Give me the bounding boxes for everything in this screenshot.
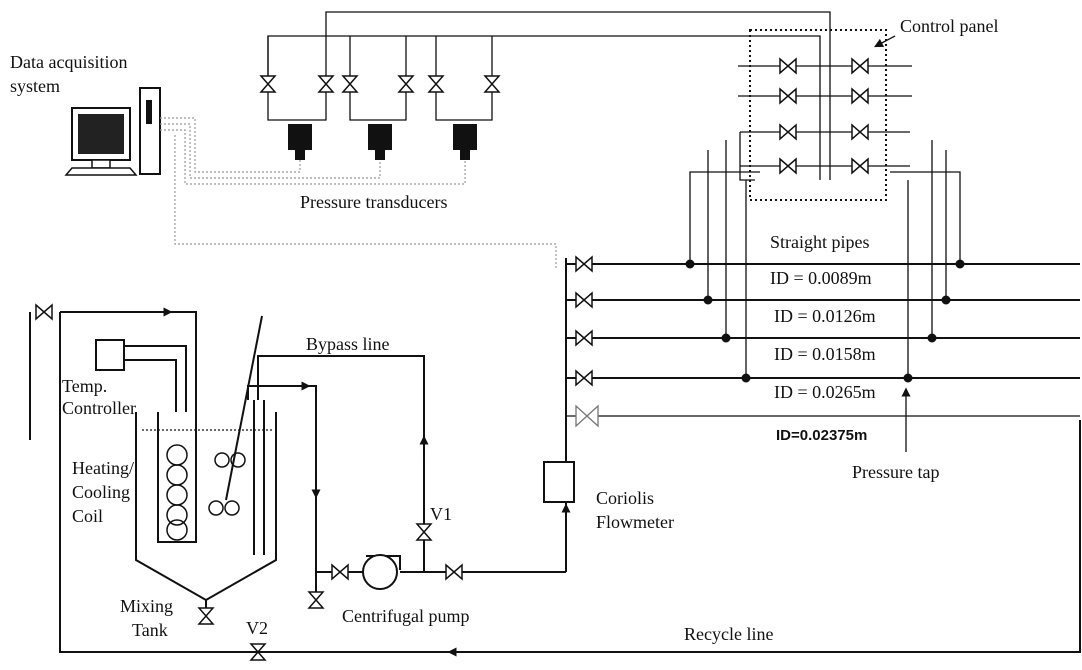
v2-label: V2 (246, 618, 268, 638)
temp-controller-label-2: Controller (62, 398, 136, 418)
mixing-tank-label-2: Tank (132, 620, 168, 640)
centrifugal-pump-icon (316, 554, 401, 590)
control-panel-label: Control panel (900, 16, 998, 36)
data-acquisition-label-1: Data acquisition (10, 52, 127, 72)
heating-cooling-coil (157, 330, 197, 543)
straight-pipes-label: Straight pipes (770, 232, 870, 252)
heating-coil-label-2: Cooling (72, 482, 130, 502)
heating-coil-label-3: Coil (72, 506, 103, 526)
control-panel-arrow (873, 35, 896, 48)
bypass-line-label: Bypass line (306, 334, 390, 354)
data-acquisition-label-2: system (10, 76, 60, 96)
coriolis-label-1: Coriolis (596, 488, 654, 508)
pipe-id-4-label: ID = 0.0265m (774, 382, 876, 402)
pipe-id-3-label: ID = 0.0158m (774, 344, 876, 364)
tank-return-line (29, 304, 197, 440)
pump-discharge-line (400, 564, 566, 580)
temp-controller-label-1: Temp. (62, 376, 107, 396)
v1-label: V1 (430, 504, 452, 524)
coriolis-label-2: Flowmeter (596, 512, 674, 532)
transducer-manifold (260, 11, 831, 180)
signal-cables (160, 117, 557, 268)
control-panel-box (749, 29, 887, 201)
recycle-line (59, 312, 1081, 661)
pipe-id-2-label: ID = 0.0126m (774, 306, 876, 326)
control-panel-valves (738, 58, 912, 181)
coriolis-flowmeter-box (543, 461, 575, 503)
centrifugal-pump-label: Centrifugal pump (342, 606, 469, 626)
temp-controller (95, 339, 187, 412)
recycle-line-label: Recycle line (684, 624, 773, 644)
pipe-id-5-label: ID=0.02375m (776, 427, 867, 444)
mixing-tank (135, 412, 277, 625)
mixing-tank-label-1: Mixing (120, 596, 173, 616)
computer-icon (64, 87, 161, 176)
pipe-id-1-label: ID = 0.0089m (770, 268, 872, 288)
pressure-transducers-label: Pressure transducers (300, 192, 447, 212)
straight-pipes (565, 256, 1080, 460)
mixer-impeller (208, 315, 265, 555)
heating-coil-label-1: Heating/ (72, 458, 134, 478)
pressure-transducer-icons (288, 124, 477, 160)
pressure-tap-label: Pressure tap (852, 462, 939, 482)
bypass-line (257, 355, 432, 572)
pump-suction-line (247, 381, 324, 609)
pressure-tap-lines (689, 140, 961, 378)
